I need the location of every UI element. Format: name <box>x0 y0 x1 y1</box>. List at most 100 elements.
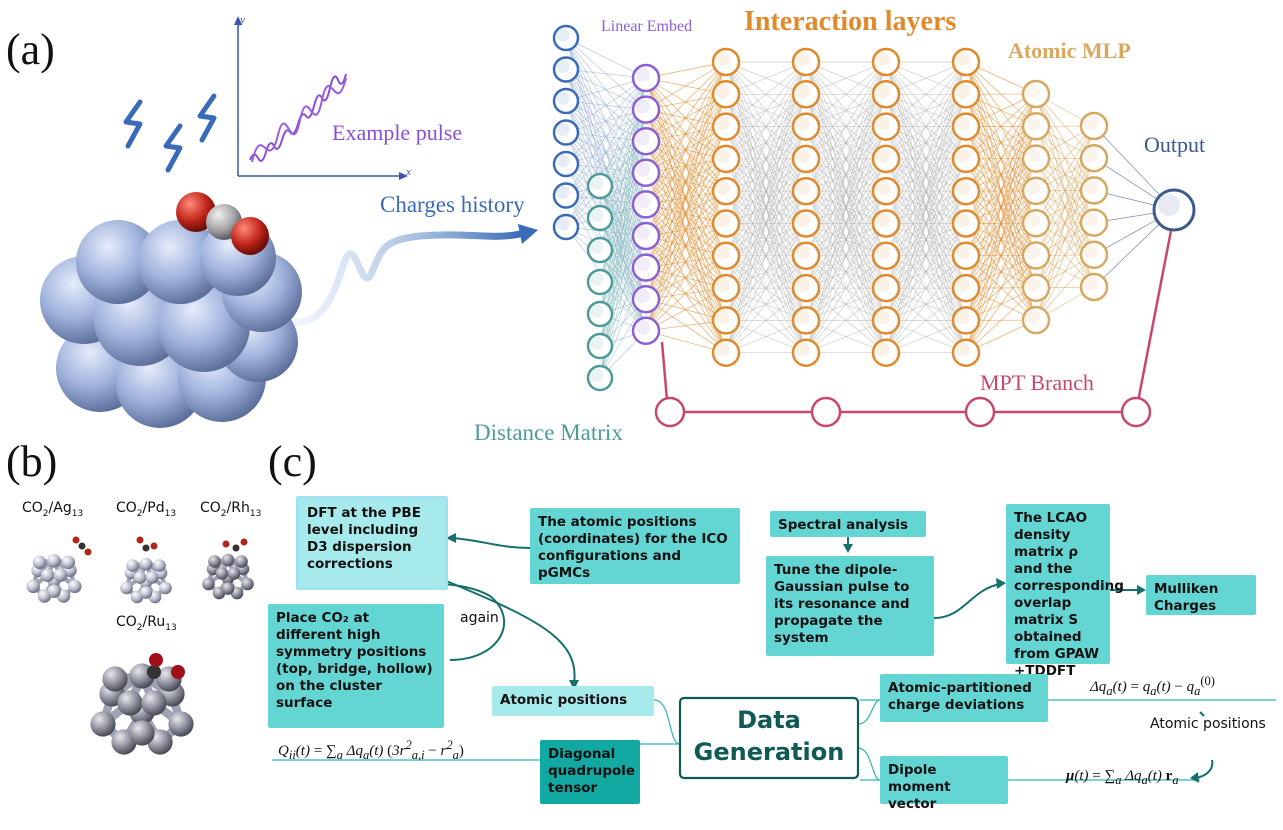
network-edge <box>885 255 967 353</box>
network-node-shade <box>795 148 810 163</box>
network-node-input <box>552 56 580 83</box>
network-node-embed <box>631 221 661 251</box>
atomic-positions-box: Atomic positions <box>492 686 654 716</box>
network-node-int3 <box>871 306 901 335</box>
network-node-shade <box>715 116 730 131</box>
network-edge <box>885 287 967 353</box>
network-edge <box>885 94 967 353</box>
mpt-branch-node <box>810 396 842 428</box>
network-node-shade <box>875 180 890 196</box>
network-node-int3 <box>871 176 901 206</box>
cluster-label-rh13: CO2/Rh13 <box>200 500 262 519</box>
network-edge <box>885 61 967 95</box>
network-edge <box>805 255 887 353</box>
cluster-atom <box>47 554 61 568</box>
network-node-shade <box>635 288 650 304</box>
cluster-atom <box>68 579 82 594</box>
network-node-shade <box>590 304 604 318</box>
mpt-branch-node <box>964 396 996 428</box>
network-node-int3 <box>871 144 901 174</box>
network-node-shade <box>590 368 604 382</box>
co2-atom <box>78 542 86 550</box>
network-node-shade <box>955 148 970 163</box>
network-node-shade <box>1083 147 1098 163</box>
network-node-embed <box>631 253 661 282</box>
network-node-shade <box>556 185 570 200</box>
network-node-shade <box>1025 212 1040 228</box>
network-edge <box>965 93 1037 192</box>
cluster-atom <box>117 690 143 716</box>
network-node-mlp2 <box>1079 143 1109 173</box>
network-node-embed <box>631 284 661 314</box>
network-node-shade <box>795 277 810 292</box>
network-edge <box>565 77 647 133</box>
network-node-shade <box>635 194 650 209</box>
network-node-mlp1 <box>1021 176 1051 206</box>
network-edge <box>645 61 727 331</box>
network-edge <box>725 61 807 95</box>
network-node-distance <box>586 268 614 296</box>
network-edge <box>645 191 727 331</box>
network-edge <box>885 61 967 321</box>
cluster-atom <box>53 568 68 582</box>
mulliken-charges-box: Mulliken Charges <box>1146 575 1256 615</box>
cluster-atom <box>241 577 254 591</box>
network-node-shade <box>875 213 890 228</box>
network-edge <box>725 61 807 224</box>
network-edge <box>1035 125 1095 256</box>
distance-matrix-label: Distance Matrix <box>474 420 623 445</box>
charges-history-label: Charges history <box>380 192 525 217</box>
network-edge <box>885 61 967 160</box>
network-edge <box>645 94 727 331</box>
network-node-int1 <box>711 144 741 174</box>
mpt-branch-node <box>1120 396 1152 428</box>
cluster-atom <box>120 581 133 595</box>
network-node-mlp1 <box>1021 112 1051 141</box>
network-node-int3 <box>871 338 901 367</box>
network-node-shade <box>795 83 810 99</box>
network-edge <box>805 287 887 353</box>
network-edge <box>645 255 727 332</box>
network-node-shade <box>955 277 970 292</box>
mpt-branch-label: MPT Branch <box>980 370 1094 395</box>
atomic-mlp-label: Atomic MLP <box>1008 38 1131 63</box>
network-node-int2 <box>791 273 821 303</box>
network-node-shade <box>556 122 570 137</box>
lcao-box: The LCAO density matrix ρ and the corres… <box>1006 504 1124 679</box>
charges-history-arrowhead <box>518 224 538 244</box>
network-edge <box>645 61 727 174</box>
network-node-int2 <box>791 241 821 271</box>
network-node-shade <box>590 336 604 350</box>
network-node-shade <box>795 213 810 228</box>
cluster-atom <box>32 555 47 570</box>
network-node-shade <box>795 310 810 325</box>
cluster-atom <box>168 711 194 737</box>
network-node-distance <box>586 204 614 232</box>
cluster-atom <box>139 586 153 599</box>
network-node-shade <box>715 310 730 325</box>
network-node-shade <box>1083 276 1098 291</box>
network-node-int4 <box>951 144 981 174</box>
cluster-atom <box>215 567 229 580</box>
co2-atom <box>149 653 163 667</box>
cluster-rh13 <box>202 538 254 600</box>
cluster-ru13 <box>90 653 194 755</box>
network-edge <box>805 126 887 353</box>
network-node-shade <box>795 51 810 66</box>
network-node-shade <box>875 148 890 163</box>
quadrupole-tensor-box: Diagonal quadrupole tensor <box>540 740 640 804</box>
network-node-int1 <box>711 209 741 238</box>
network-node-distance <box>586 364 614 392</box>
network-edge <box>599 109 647 379</box>
cluster-ag13 <box>26 536 92 603</box>
network-node-shade <box>955 310 970 325</box>
network-node-int3 <box>871 112 901 141</box>
network-edge <box>725 61 807 160</box>
network-edge <box>645 61 727 300</box>
network-node-shade <box>590 240 604 254</box>
network-node-int1 <box>711 338 741 367</box>
network-edge <box>965 93 1037 224</box>
pulse-wave <box>249 73 347 162</box>
